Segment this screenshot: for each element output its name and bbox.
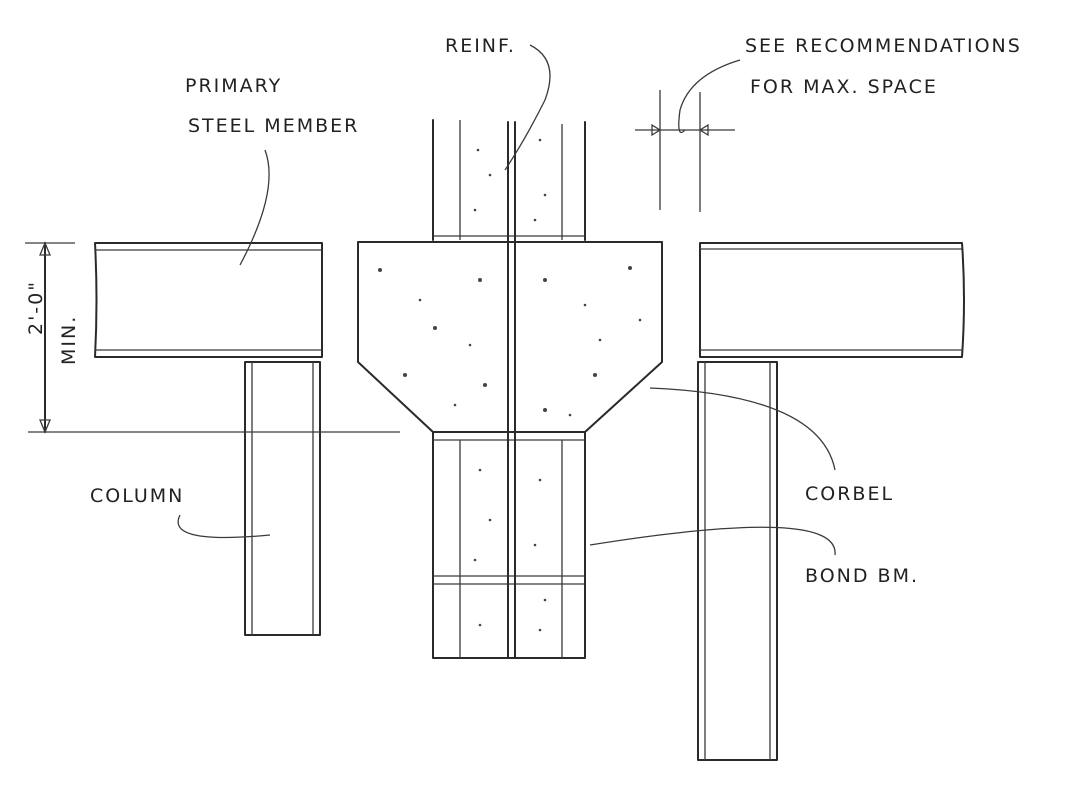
label-steel-member: STEEL MEMBER — [188, 115, 359, 137]
left-steel-beam — [94, 242, 323, 358]
concrete-stipple — [378, 138, 642, 632]
left-column — [244, 361, 321, 636]
reinforcement-bar — [507, 121, 516, 659]
label-see-recommendations: SEE RECOMMENDATIONS — [745, 35, 1022, 57]
right-column — [697, 361, 778, 761]
label-reinf: REINF. — [445, 35, 516, 57]
leader-lines — [177, 44, 836, 556]
label-dimension-min: MIN. — [58, 315, 80, 365]
right-steel-beam — [699, 242, 965, 358]
spacing-marker — [635, 59, 741, 212]
dimension-line — [25, 241, 400, 434]
label-bond-beam: BOND BM. — [805, 565, 919, 587]
label-primary: PRIMARY — [185, 75, 282, 97]
label-column: COLUMN — [90, 485, 184, 507]
label-max-space: FOR MAX. SPACE — [750, 76, 938, 98]
label-corbel: CORBEL — [805, 483, 894, 505]
label-dimension: 2'-0" — [25, 280, 47, 335]
corbel — [357, 241, 663, 433]
